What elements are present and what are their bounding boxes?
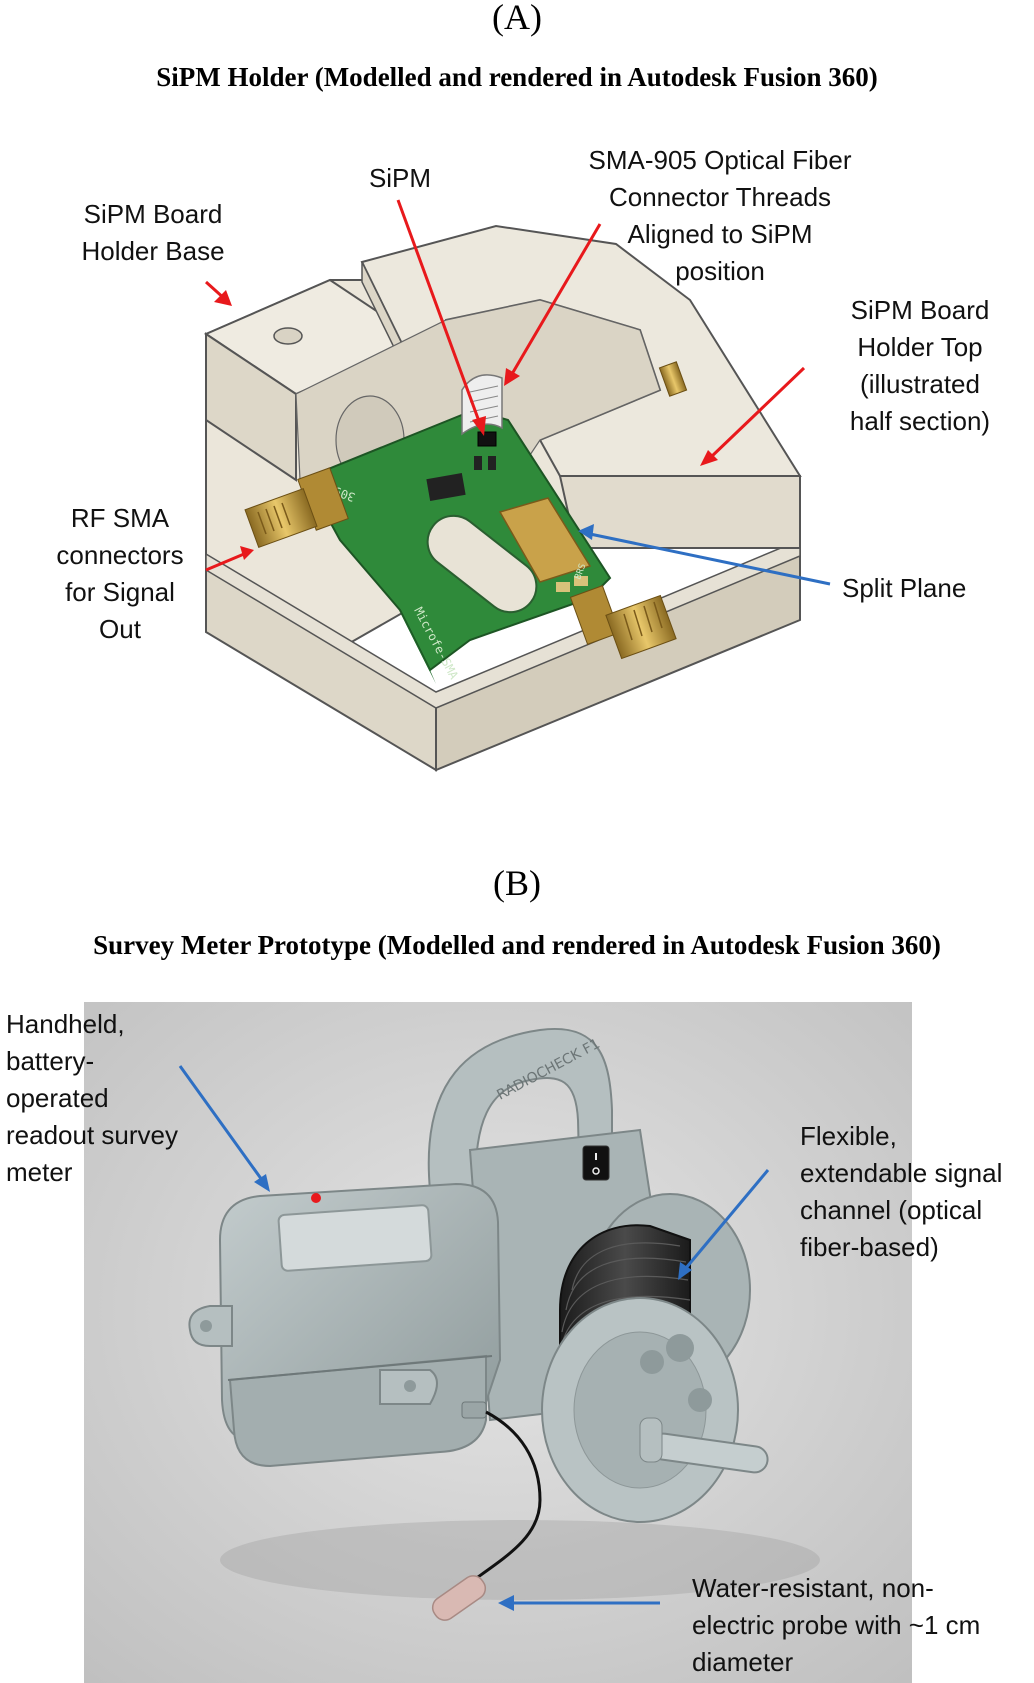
panel-b-title: Survey Meter Prototype (Modelled and ren… — [93, 930, 941, 960]
panel-a-title: SiPM Holder (Modelled and rendered in Au… — [156, 62, 878, 92]
callout-holder-base: SiPM Board Holder Base — [81, 199, 225, 266]
red-arrow-top — [700, 366, 806, 466]
blue-arrow-probe — [498, 1595, 660, 1611]
callout-split-plane: Split Plane — [842, 573, 967, 603]
callout-holder-top: SiPM Board Holder Top (illustrated half … — [849, 295, 991, 436]
sipm-holder-render: Microfe-SMA 3094 BRS — [0, 0, 1034, 820]
power-switch — [582, 1145, 610, 1181]
device-label: RADIOCHECK F1 — [494, 1036, 602, 1104]
spool-front-disc — [541, 1297, 739, 1523]
callout-flexible: Flexible, extendable signal channel (opt… — [800, 1121, 1003, 1262]
rf-sma-left — [244, 467, 349, 549]
red-arrow-sma905 — [504, 223, 602, 386]
pcb-slot — [426, 514, 538, 614]
callout-sma905: SMA-905 Optical Fiber Connector Threads … — [588, 145, 852, 286]
callout-probe: Water-resistant, non- electric probe wit… — [692, 1573, 981, 1677]
callout-handheld: Handheld, battery- operated readout surv… — [6, 1009, 178, 1187]
probe — [431, 1575, 487, 1621]
meter-handle — [427, 1027, 613, 1202]
sipm-chip — [477, 431, 497, 447]
meter-display — [277, 1204, 433, 1272]
callout-sipm: SiPM — [368, 163, 432, 193]
status-led — [311, 1193, 321, 1203]
fiber-spool — [541, 1193, 769, 1523]
blue-arrow-flexible — [678, 1169, 770, 1280]
red-arrow-sipm — [396, 199, 486, 436]
panel-a-letter: (A) — [492, 0, 542, 37]
meter-body — [218, 1182, 502, 1442]
probe-cable — [459, 1410, 542, 1592]
pcb-chip — [426, 473, 466, 501]
blue-arrow-split — [578, 524, 831, 586]
mount-hole — [273, 327, 303, 345]
spool-crank — [649, 1432, 769, 1474]
panel-b-letter: (B) — [493, 863, 541, 903]
red-arrow-rf — [205, 546, 254, 572]
callout-rf-sma: RF SMA connectors for Signal Out — [56, 503, 184, 644]
sma905-threads — [461, 374, 503, 436]
red-arrow-base — [204, 280, 232, 306]
rf-sma-right — [569, 585, 677, 660]
rf-sma-back — [658, 361, 688, 397]
